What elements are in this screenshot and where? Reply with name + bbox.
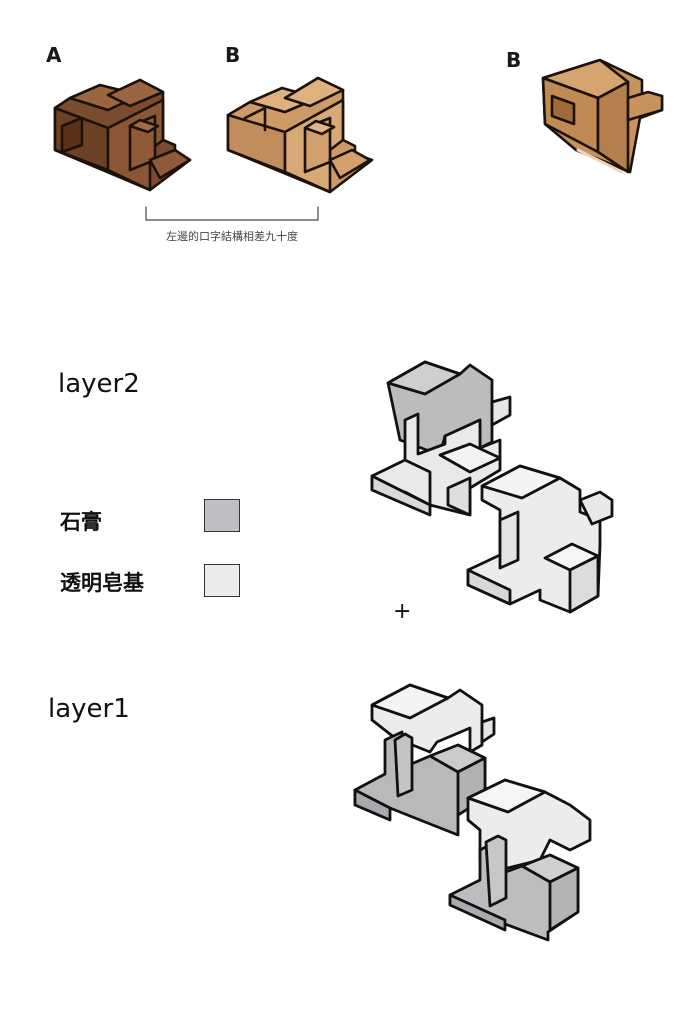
layer1-sketch <box>0 0 676 1009</box>
